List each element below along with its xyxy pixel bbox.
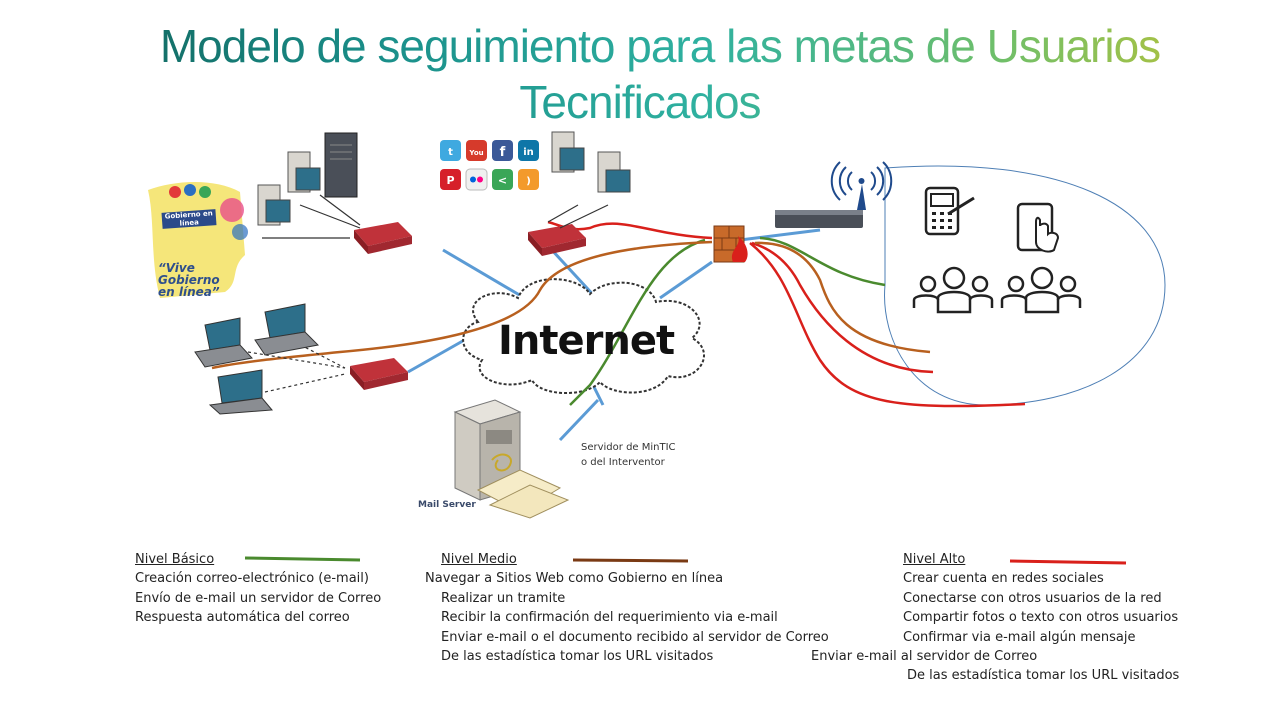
legend-basico: Nivel Básico Creación correo-electrónico… bbox=[135, 550, 381, 628]
mail-server bbox=[453, 399, 570, 519]
network-links bbox=[407, 228, 821, 442]
medio-curve-1 bbox=[754, 241, 931, 354]
legend-line-alto bbox=[1009, 559, 1127, 565]
facebook-icon bbox=[492, 140, 513, 161]
server-label-line-2: o del Interventor bbox=[581, 457, 665, 468]
flickr-icon bbox=[465, 168, 488, 191]
svg-text:in: in bbox=[523, 147, 534, 158]
mail-server-label: Mail Server bbox=[418, 500, 476, 510]
legend-alto-title: Nivel Alto bbox=[903, 552, 966, 567]
gobierno-en-linea-logo bbox=[148, 182, 248, 298]
legend-alto-item: Confirmar via e-mail algún mensaje bbox=[903, 629, 1136, 645]
svg-text:<: < bbox=[498, 174, 507, 187]
flow-curves bbox=[211, 220, 1026, 408]
legend-medio-item: De las estadística tomar los URL visitad… bbox=[441, 649, 714, 665]
pinterest-icon bbox=[440, 169, 461, 190]
laptop-2 bbox=[254, 303, 320, 356]
legend-basico-item: Creación correo-electrónico (e-mail) bbox=[135, 571, 369, 587]
pc-connections bbox=[247, 194, 609, 393]
alto-curve-2 bbox=[751, 241, 934, 374]
legend-alto-item: Conectarse con otros usuarios de la red bbox=[903, 590, 1162, 606]
title-line-1: Modelo de seguimiento para las metas de … bbox=[0, 18, 1280, 74]
rss-icon bbox=[518, 169, 539, 190]
share-icon bbox=[492, 169, 513, 190]
twitter-icon bbox=[440, 140, 461, 161]
legend-basico-item: Respuesta automática del correo bbox=[135, 610, 350, 626]
laptop-3 bbox=[208, 369, 274, 415]
desktop-pc-4 bbox=[597, 151, 631, 193]
legend-medio-item: Realizar un tramite bbox=[441, 590, 566, 606]
router-top-left bbox=[354, 222, 412, 254]
legend-medio-item: Recibir la confirmación del requerimient… bbox=[441, 610, 778, 626]
legend-alto-item: De las estadística tomar los URL visitad… bbox=[907, 668, 1180, 684]
users-group-icon-1 bbox=[912, 266, 994, 314]
medio-curve-2 bbox=[211, 240, 713, 370]
legend-alto: Nivel Alto Crear cuenta en redes sociale… bbox=[811, 550, 1180, 686]
legend-alto-item: Enviar e-mail al servidor de Correo bbox=[811, 649, 1038, 665]
tablet-touch-icon bbox=[1016, 202, 1060, 253]
gobierno-logo-slogan: “Vive Gobierno en línea” bbox=[158, 261, 220, 299]
legend-medio-item: Navegar a Sitios Web como Gobierno en lí… bbox=[425, 571, 724, 587]
svg-text:P: P bbox=[446, 174, 454, 187]
legend-medio: Nivel Medio Navegar a Sitios Web como Go… bbox=[425, 550, 829, 666]
legend-alto-item: Compartir fotos o texto con otros usuari… bbox=[903, 610, 1179, 626]
legend-medio-title: Nivel Medio bbox=[441, 552, 517, 567]
desktop-pc-3 bbox=[551, 131, 585, 173]
internet-label: Internet bbox=[498, 318, 675, 364]
basico-curve-1 bbox=[759, 236, 886, 287]
linkedin-icon bbox=[518, 140, 539, 161]
mobile-phone-icon bbox=[924, 186, 975, 236]
router-bottom-left bbox=[350, 358, 408, 390]
legend-line-basico bbox=[244, 556, 361, 562]
title-line-2: Tecnificados bbox=[0, 74, 1280, 130]
basico-curve-2 bbox=[569, 238, 706, 406]
firewall-icon bbox=[713, 225, 748, 263]
svg-text:f: f bbox=[500, 145, 506, 160]
legend-alto-item: Crear cuenta en redes sociales bbox=[903, 571, 1104, 587]
legend-basico-title: Nivel Básico bbox=[135, 552, 215, 567]
svg-text:You: You bbox=[468, 149, 483, 157]
desktop-pc-2 bbox=[257, 184, 291, 226]
youtube-icon bbox=[466, 140, 487, 161]
desktop-pc-1 bbox=[287, 151, 321, 193]
legend-basico-item: Envío de e-mail un servidor de Correo bbox=[135, 590, 382, 606]
svg-text:t: t bbox=[448, 147, 453, 158]
laptop-1 bbox=[194, 317, 253, 368]
users-group-icon-2 bbox=[1000, 266, 1082, 314]
wireless-antenna-icon bbox=[830, 161, 893, 210]
access-point-device bbox=[775, 210, 863, 228]
legend-line-medio bbox=[572, 558, 689, 563]
server-label-line-1: Servidor de MinTIC bbox=[581, 442, 676, 453]
svg-text:): ) bbox=[526, 176, 531, 187]
page-title: Modelo de seguimiento para las metas de … bbox=[0, 18, 1280, 130]
router-top-center bbox=[528, 224, 586, 256]
legend-medio-item: Enviar e-mail o el documento recibido al… bbox=[441, 629, 829, 645]
alto-curve-1 bbox=[749, 242, 1026, 408]
server-tower bbox=[324, 132, 358, 198]
social-icons: t You f in P < ) bbox=[440, 140, 539, 191]
server-label: Servidor de MinTIC o del Interventor bbox=[581, 440, 676, 470]
